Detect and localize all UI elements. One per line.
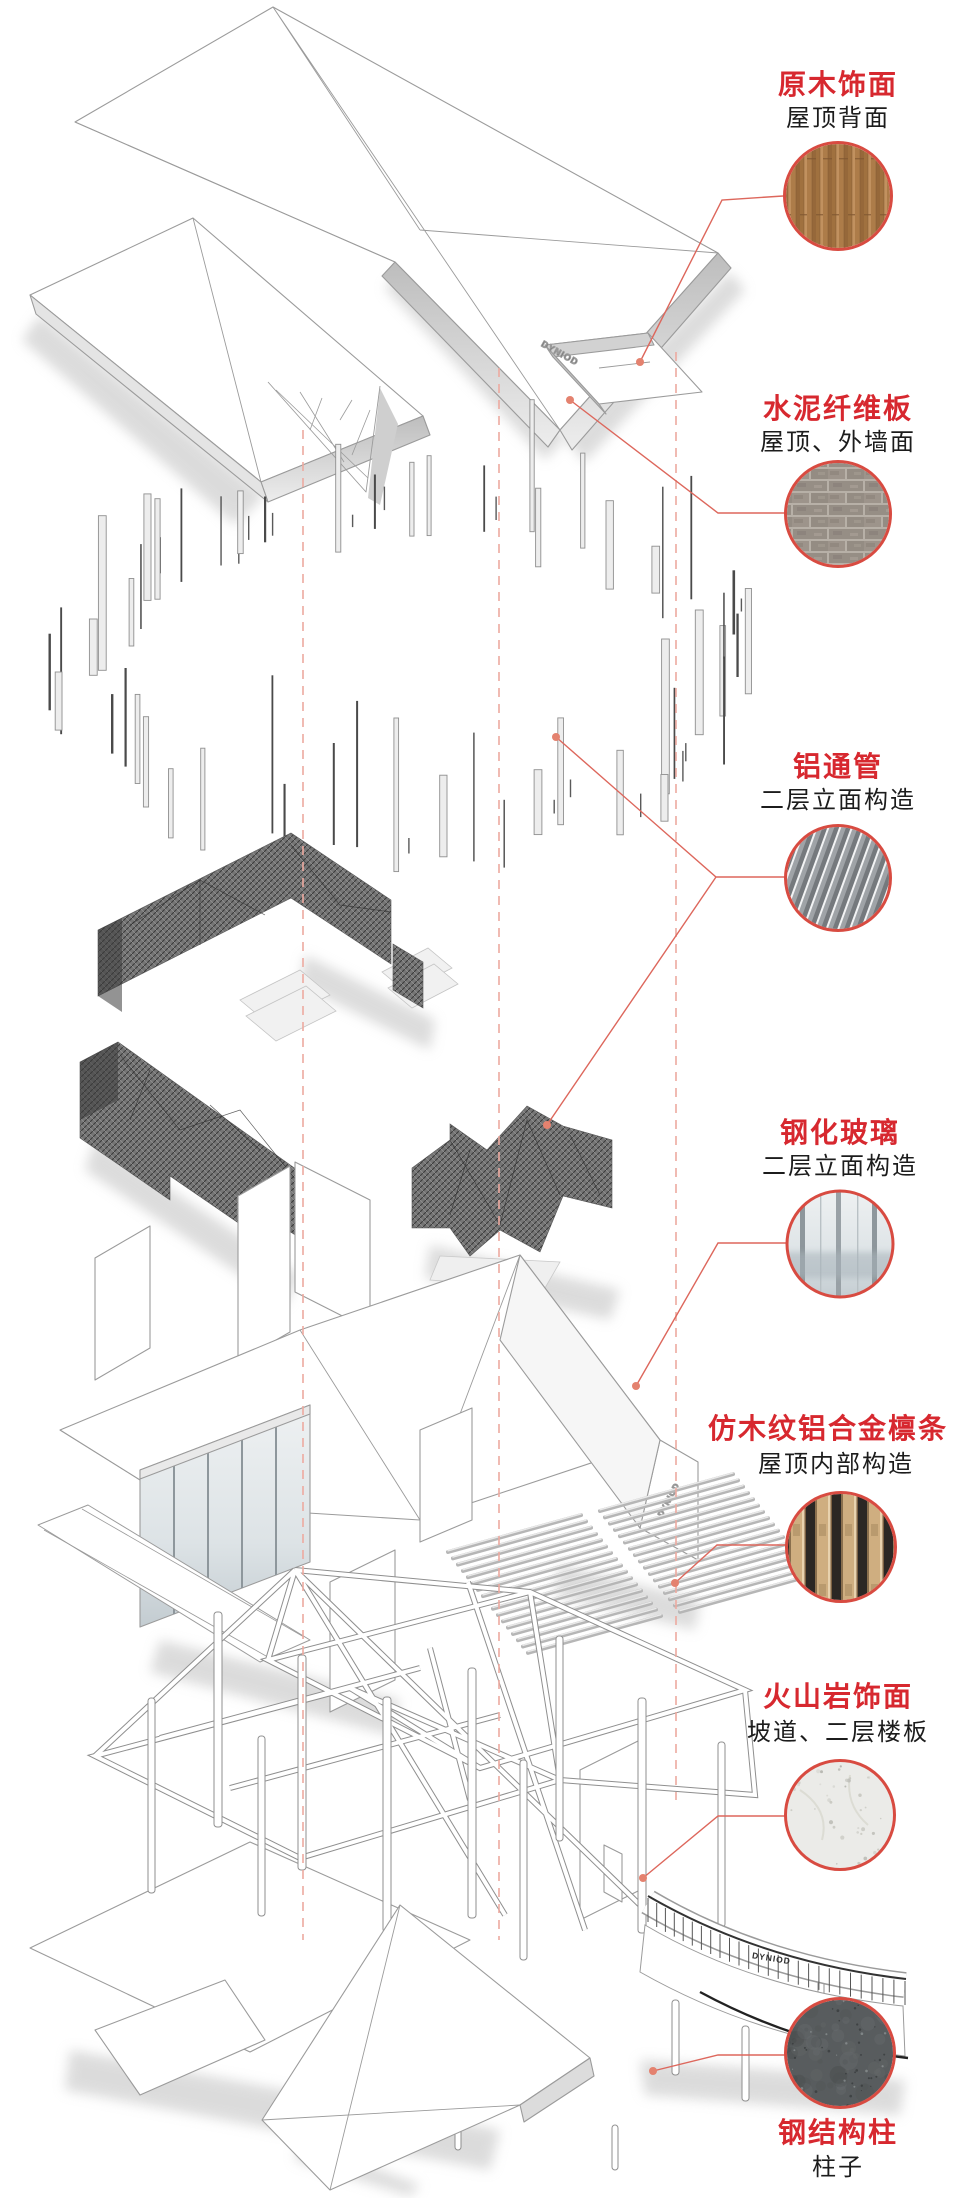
- frame-beams: [86, 1567, 759, 1931]
- swatch-circle-strokes: [783, 141, 897, 2109]
- purlin-grid-layer: [446, 1472, 815, 1655]
- material-sublabel-natural-wood: 屋顶背面: [786, 105, 890, 132]
- ramp: [261, 1904, 595, 2191]
- material-sublabel-steel-column: 柱子: [812, 2154, 864, 2181]
- material-label-aluminum-tube: 铝通管: [792, 751, 884, 782]
- material-swatch-natural-wood: [786, 144, 890, 248]
- material-sublabel-tempered-glass: 二层立面构造: [762, 1153, 918, 1180]
- aluminum-tube-sticks-layer: [48, 399, 752, 873]
- material-label-volcanic-stone: 火山岩饰面: [762, 1681, 914, 1712]
- leader-dots: [543, 358, 679, 2075]
- material-label-purlin: 仿木纹铝合金檩条: [707, 1413, 949, 1444]
- material-label-steel-column: 钢结构柱: [777, 2117, 899, 2148]
- mesh-screen-layer: [79, 832, 613, 1289]
- leader-lines: [546, 195, 790, 2072]
- frame-columns: [147, 1611, 825, 2171]
- material-swatch-cement-fiber-board: [787, 463, 889, 565]
- material-sublabel-volcanic-stone: 坡道、二层楼板: [747, 1719, 929, 1746]
- material-sublabel-purlin: 屋顶内部构造: [758, 1451, 914, 1478]
- material-swatch-aluminum-tube: [787, 827, 889, 929]
- material-label-cement-fiber-board: 水泥纤维板: [762, 393, 914, 424]
- material-swatch-wood-grain-aluminum-purlin: [788, 1494, 894, 1600]
- material-swatch-volcanic-stone: [787, 1762, 893, 1868]
- material-sublabel-cement-fiber-board: 屋顶、外墙面: [760, 429, 916, 456]
- material-sublabel-aluminum-tube: 二层立面构造: [760, 787, 916, 814]
- material-label-tempered-glass: 钢化玻璃: [779, 1117, 901, 1148]
- red-dashed-guides: [302, 352, 677, 1940]
- material-swatch-tempered-glass: [788, 1192, 892, 1296]
- material-label-natural-wood: 原木饰面: [777, 69, 899, 100]
